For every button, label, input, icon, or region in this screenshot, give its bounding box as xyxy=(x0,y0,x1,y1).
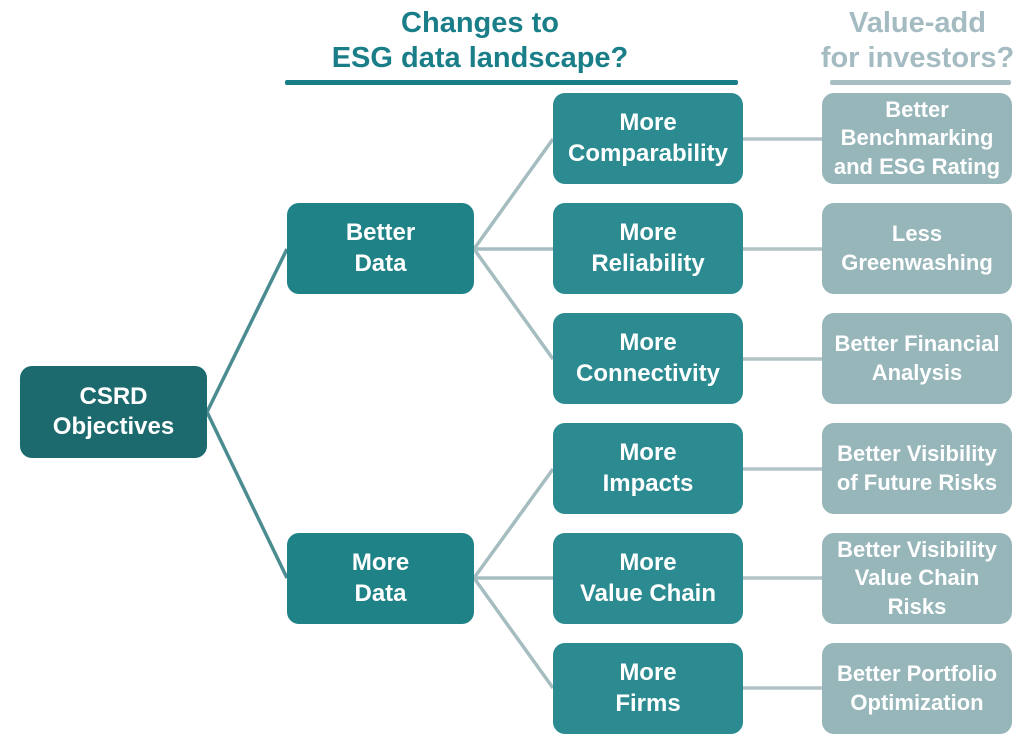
node-more-reliability: More Reliability xyxy=(553,203,743,294)
node-better-visibility-future-risks: Better Visibility of Future Risks xyxy=(822,423,1012,514)
connector-betterdata-connectivity xyxy=(472,247,555,361)
node-better-data: Better Data xyxy=(287,203,474,294)
node-more-value-chain: More Value Chain xyxy=(553,533,743,624)
node-more-comparability: More Comparability xyxy=(553,93,743,184)
node-more-impacts: More Impacts xyxy=(553,423,743,514)
node-better-benchmarking-esg-rating: Better Benchmarking and ESG Rating xyxy=(822,93,1012,184)
header-value-add-for-investors: Value-add for investors? xyxy=(820,7,1015,75)
connector-moredata-firms xyxy=(472,576,555,690)
connector-moredata-impacts xyxy=(472,467,555,580)
header-value-add-underline xyxy=(830,80,1011,85)
header-changes-to-esg-data-landscape: Changes to ESG data landscape? xyxy=(331,7,629,75)
node-better-portfolio-optimization: Better Portfolio Optimization xyxy=(822,643,1012,734)
node-better-financial-analysis: Better Financial Analysis xyxy=(822,313,1012,404)
header-changes-underline xyxy=(285,80,738,85)
node-csrd-objectives: CSRD Objectives xyxy=(20,366,207,458)
connector-betterdata-comparability xyxy=(472,137,555,251)
node-more-connectivity: More Connectivity xyxy=(553,313,743,404)
connector-root-better-data xyxy=(205,248,289,413)
node-more-data: More Data xyxy=(287,533,474,624)
node-more-firms: More Firms xyxy=(553,643,743,734)
node-better-visibility-value-chain-risks: Better Visibility Value Chain Risks xyxy=(822,533,1012,624)
connector-root-more-data xyxy=(205,411,289,579)
node-less-greenwashing: Less Greenwashing xyxy=(822,203,1012,294)
